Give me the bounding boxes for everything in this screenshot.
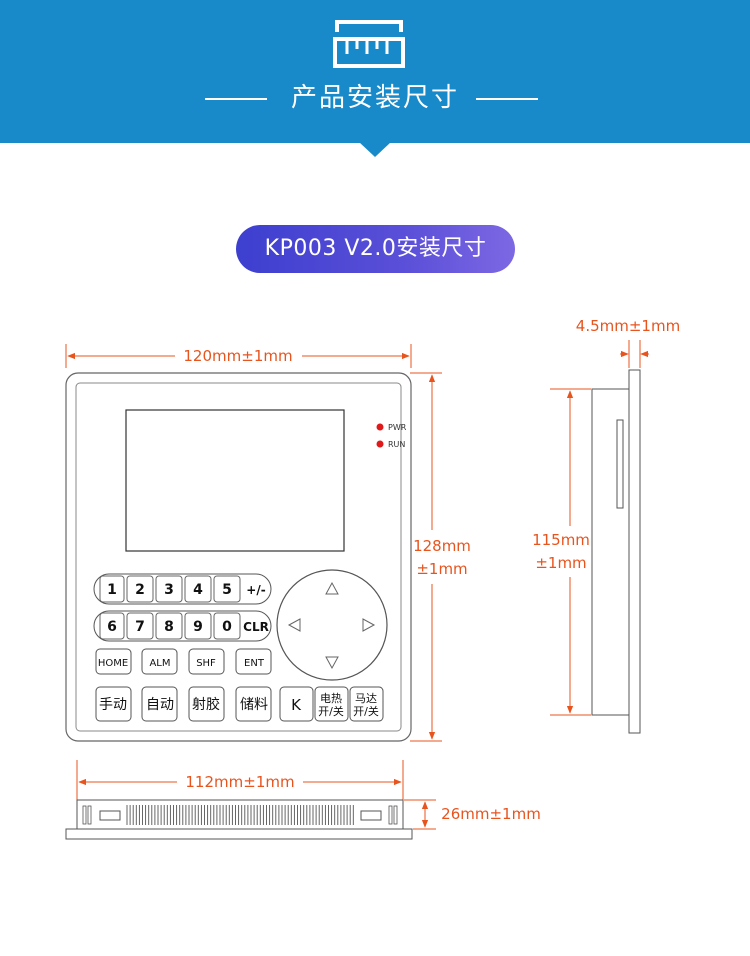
width-dimension-label: 120mm±1mm — [183, 347, 292, 365]
side-height-tolerance-label: ±1mm — [535, 554, 586, 572]
key-shf[interactable]: SHF — [196, 658, 216, 669]
arrow-down-icon — [325, 656, 339, 670]
key-heater-line1[interactable]: 电热 — [320, 692, 342, 705]
ruler-icon — [333, 20, 405, 68]
bottom-vents — [126, 805, 354, 825]
bottom-view: 112mm±1mm 26mm±1mm — [65, 760, 541, 840]
key-0[interactable]: 0 — [222, 619, 232, 635]
key-1[interactable]: 1 — [107, 582, 117, 598]
key-manual[interactable]: 手动 — [99, 697, 127, 713]
key-clr[interactable]: CLR — [243, 620, 269, 634]
side-thickness-label: 4.5mm±1mm — [576, 317, 680, 335]
key-motor-line1[interactable]: 马达 — [355, 692, 377, 705]
key-k[interactable]: K — [291, 696, 302, 714]
model-title-pill: KP003 V2.0安装尺寸 — [236, 225, 515, 273]
key-plus-minus[interactable]: +/- — [246, 583, 265, 597]
key-6[interactable]: 6 — [107, 619, 117, 635]
side-bezel — [628, 369, 641, 734]
bottom-body — [76, 799, 404, 830]
key-7[interactable]: 7 — [135, 619, 145, 635]
banner-title: 产品安装尺寸 — [290, 83, 459, 113]
key-heater-line2[interactable]: 开/关 — [318, 704, 344, 718]
run-led-icon — [376, 440, 384, 448]
key-ent[interactable]: ENT — [244, 658, 265, 669]
key-storage[interactable]: 储料 — [240, 697, 268, 713]
side-height-label: 115mm — [532, 531, 590, 549]
key-motor-line2[interactable]: 开/关 — [353, 704, 379, 718]
key-8[interactable]: 8 — [164, 619, 174, 635]
key-auto[interactable]: 自动 — [146, 697, 174, 713]
key-home[interactable]: HOME — [98, 658, 128, 669]
key-3[interactable]: 3 — [164, 582, 174, 598]
banner-rule-left — [205, 98, 267, 100]
side-connector — [616, 419, 624, 509]
direction-pad — [276, 569, 388, 681]
pwr-led-icon — [376, 423, 384, 431]
bottom-depth-label: 26mm±1mm — [441, 805, 541, 823]
key-alm[interactable]: ALM — [149, 658, 170, 669]
side-view: 4.5mm±1mm 115mm ±1mm — [532, 317, 680, 734]
bottom-width-label: 112mm±1mm — [185, 773, 294, 791]
arrow-right-icon — [362, 618, 376, 632]
bottom-slot-right — [360, 810, 382, 821]
key-2[interactable]: 2 — [135, 582, 145, 598]
arrow-up-icon — [325, 581, 339, 595]
arrow-left-icon — [287, 618, 301, 632]
run-led-label: RUN — [388, 440, 405, 449]
front-view: 120mm±1mm 128mm ±1mm PWR RUN 1 2 3 4 5 — [65, 344, 471, 742]
bottom-bezel — [65, 828, 413, 840]
height-tolerance-label: ±1mm — [416, 560, 467, 578]
lcd-screen — [125, 409, 345, 552]
key-4[interactable]: 4 — [193, 582, 203, 598]
key-injection[interactable]: 射胶 — [192, 696, 220, 713]
bottom-slot-left — [99, 810, 121, 821]
banner-rule-right — [476, 98, 538, 100]
key-9[interactable]: 9 — [193, 619, 203, 635]
height-dimension-label: 128mm — [413, 537, 471, 555]
pwr-led-label: PWR — [388, 423, 407, 432]
banner-pointer — [359, 142, 391, 157]
header-banner: 产品安装尺寸 — [0, 0, 750, 143]
key-5[interactable]: 5 — [222, 582, 232, 598]
